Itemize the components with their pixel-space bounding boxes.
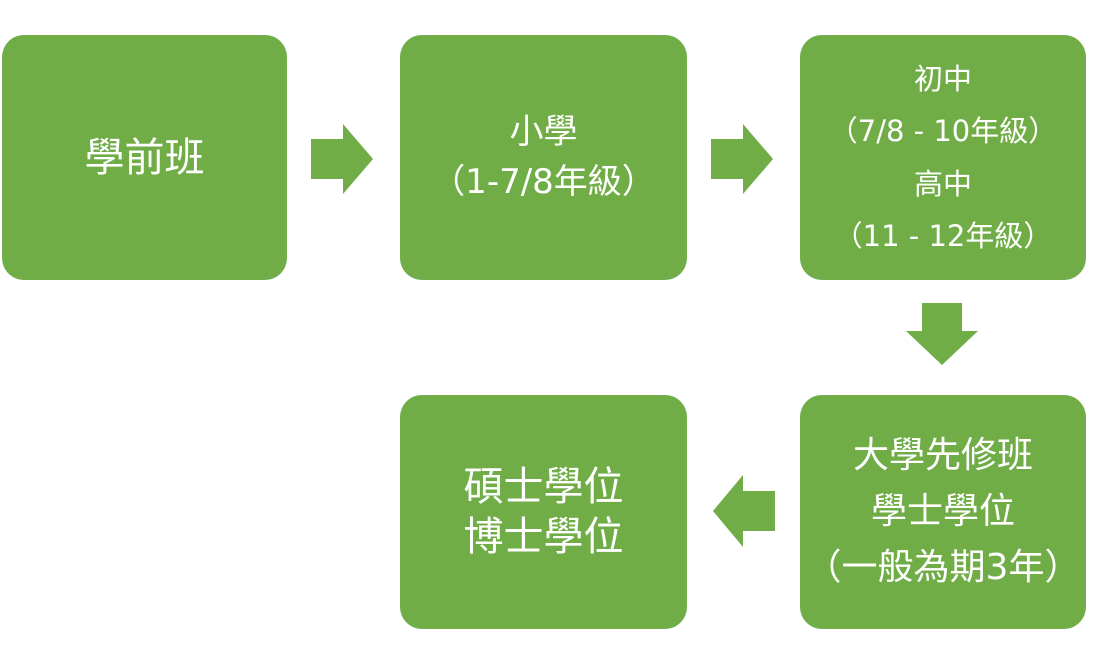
right-arrow-icon [311, 124, 373, 194]
left-arrow-icon [713, 475, 775, 547]
bachelor-duration: （一般為期3年） [805, 546, 1081, 588]
senior-high-label: 高中 [913, 166, 972, 201]
preschool-box: 學前班 [2, 35, 287, 280]
postgraduate-box: 碩士學位 博士學位 [400, 395, 687, 629]
junior-high-label: 初中 [913, 62, 972, 97]
senior-high-grades: （11 - 12年級） [833, 218, 1053, 253]
primary-school-box: 小學 （1-7/8年級） [400, 35, 687, 280]
secondary-school-box: 初中 （7/8 - 10年級） 高中 （11 - 12年級） [800, 35, 1086, 280]
right-arrow-icon [711, 124, 773, 194]
primary-school-grades: （1-7/8年級） [431, 161, 656, 202]
university-box: 大學先修班 學士學位 （一般為期3年） [800, 395, 1086, 629]
down-arrow-icon [906, 303, 978, 365]
primary-school-label: 小學 [509, 112, 578, 153]
junior-high-grades: （7/8 - 10年級） [828, 114, 1058, 149]
master-degree-label: 碩士學位 [463, 464, 624, 510]
doctorate-degree-label: 博士學位 [463, 514, 624, 560]
foundation-program-label: 大學先修班 [852, 435, 1033, 477]
preschool-label: 學前班 [84, 134, 205, 181]
bachelor-degree-label: 學士學位 [870, 491, 1015, 533]
